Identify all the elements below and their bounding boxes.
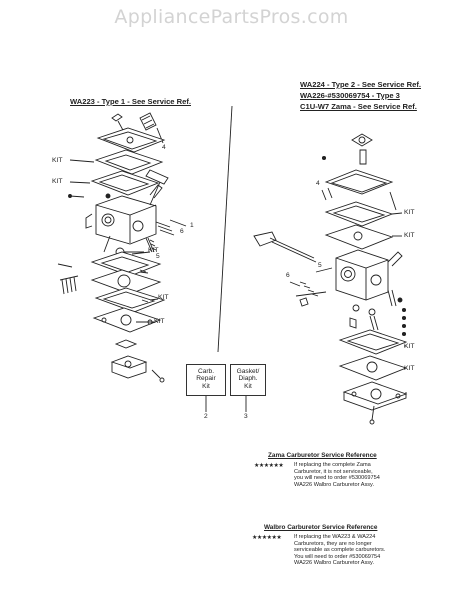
carb-repair-kit-number: 2 [204,413,208,420]
right-kit-label-c: KIT [404,343,415,350]
left-kit-label-2: KIT [52,178,63,185]
right-kit-label-a: KIT [404,209,415,216]
left-carburetor-assembly [57,112,187,383]
walbro-ref-title: Walbro Carburetor Service Reference [264,524,378,531]
right-callout-4: 4 [316,180,320,187]
right-kit-label-d: KIT [404,365,415,372]
watermark: AppliancePartsPros.com [114,6,349,28]
left-callout-6: 6 [180,228,184,235]
walbro-ref-stars: ★★★★★★ [252,534,282,541]
gasket-diaph-kit-box: Gasket/ Diaph. Kit [230,364,266,396]
carb-repair-kit-box: Carb. Repair Kit [186,364,226,396]
right-carburetor-assembly [253,133,408,425]
left-callout-5: 5 [156,253,160,260]
zama-ref-stars: ★★★★★★ [254,462,284,469]
left-callout-1: 1 [190,222,194,229]
right-header-line-2: WA226-#530069754 - Type 3 [300,91,400,100]
zama-ref-title: Zama Carburetor Service Reference [268,452,377,459]
right-header-line-1: WA224 - Type 2 - See Service Ref. [300,80,421,89]
gasket-diaph-kit-number: 3 [244,413,248,420]
left-section-header: WA223 - Type 1 - See Service Ref. [70,97,191,106]
right-header-line-3: C1U-W7 Zama - See Service Ref. [300,102,417,111]
right-callout-5: 5 [318,262,322,269]
walbro-ref-note: If replacing the WA223 & WA224 Carbureto… [294,534,386,567]
left-kit-label-4: KIT [158,294,169,301]
zama-ref-note: If replacing the complete Zama Carbureto… [294,462,380,488]
left-callout-4: 4 [162,144,166,151]
left-kit-label-5: KIT [154,318,165,325]
section-divider-line [217,105,233,353]
left-kit-label-3: KIT [148,247,159,254]
right-callout-6: 6 [286,272,290,279]
right-kit-label-b: KIT [404,232,415,239]
left-kit-label-1: KIT [52,157,63,164]
